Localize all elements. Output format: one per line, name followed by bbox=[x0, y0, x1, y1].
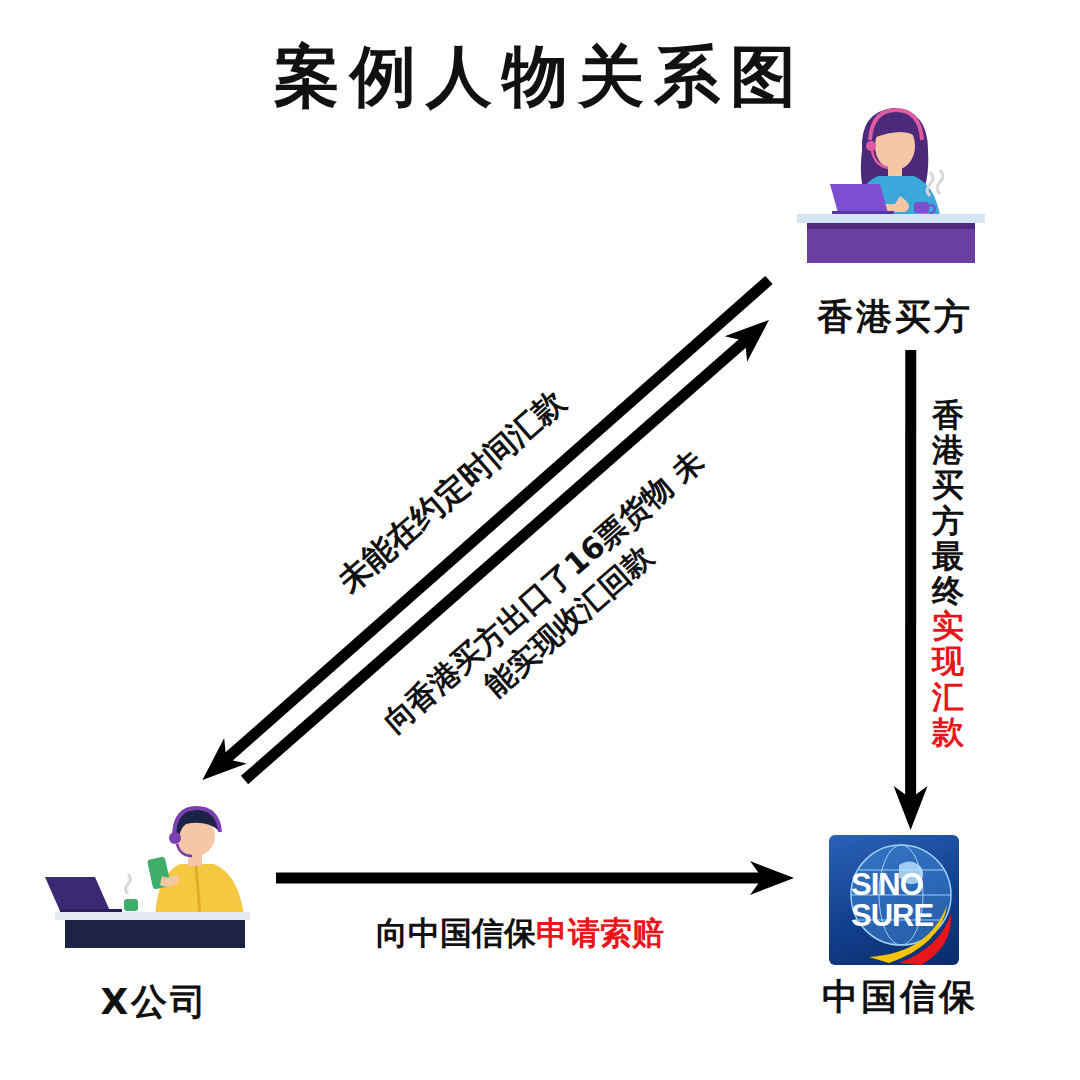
company-node: X公司 bbox=[34, 780, 276, 1035]
arrowhead bbox=[750, 861, 794, 895]
diagram-title: 案例人物关系图 bbox=[0, 32, 1080, 122]
node-label: 香港买方 bbox=[769, 293, 1021, 342]
connector-line bbox=[245, 340, 747, 780]
logo-square: SINO SURE bbox=[829, 835, 959, 965]
arrow-connector bbox=[202, 280, 769, 780]
label-highlight: 实现汇款 bbox=[932, 607, 964, 751]
insurer-node: SINO SURE 中国信保 bbox=[794, 830, 1006, 1030]
connector-line bbox=[276, 872, 764, 883]
label-part: 香港买方最终 bbox=[932, 396, 964, 610]
arrow-connector bbox=[894, 350, 928, 830]
arrowhead bbox=[725, 320, 769, 362]
arrowhead bbox=[202, 738, 246, 780]
label-part: 向中国信保 bbox=[376, 914, 536, 952]
buyer-figure bbox=[797, 108, 985, 263]
connector-line bbox=[905, 350, 916, 800]
edge-label: 香港买方最终实现汇款 bbox=[932, 398, 964, 750]
node-label: 中国信保 bbox=[794, 973, 1006, 1022]
arrow-connector bbox=[276, 861, 794, 895]
company-figure bbox=[45, 808, 250, 948]
edge-label: 向中国信保申请索赔 bbox=[376, 913, 664, 955]
buyer-node: 香港买方 bbox=[769, 100, 1021, 350]
arrowhead bbox=[894, 786, 928, 830]
label-highlight: 申请索赔 bbox=[536, 914, 664, 952]
arrow-connector bbox=[245, 320, 769, 780]
logo-text: SINO SURE bbox=[851, 869, 937, 931]
node-label: X公司 bbox=[34, 978, 276, 1027]
